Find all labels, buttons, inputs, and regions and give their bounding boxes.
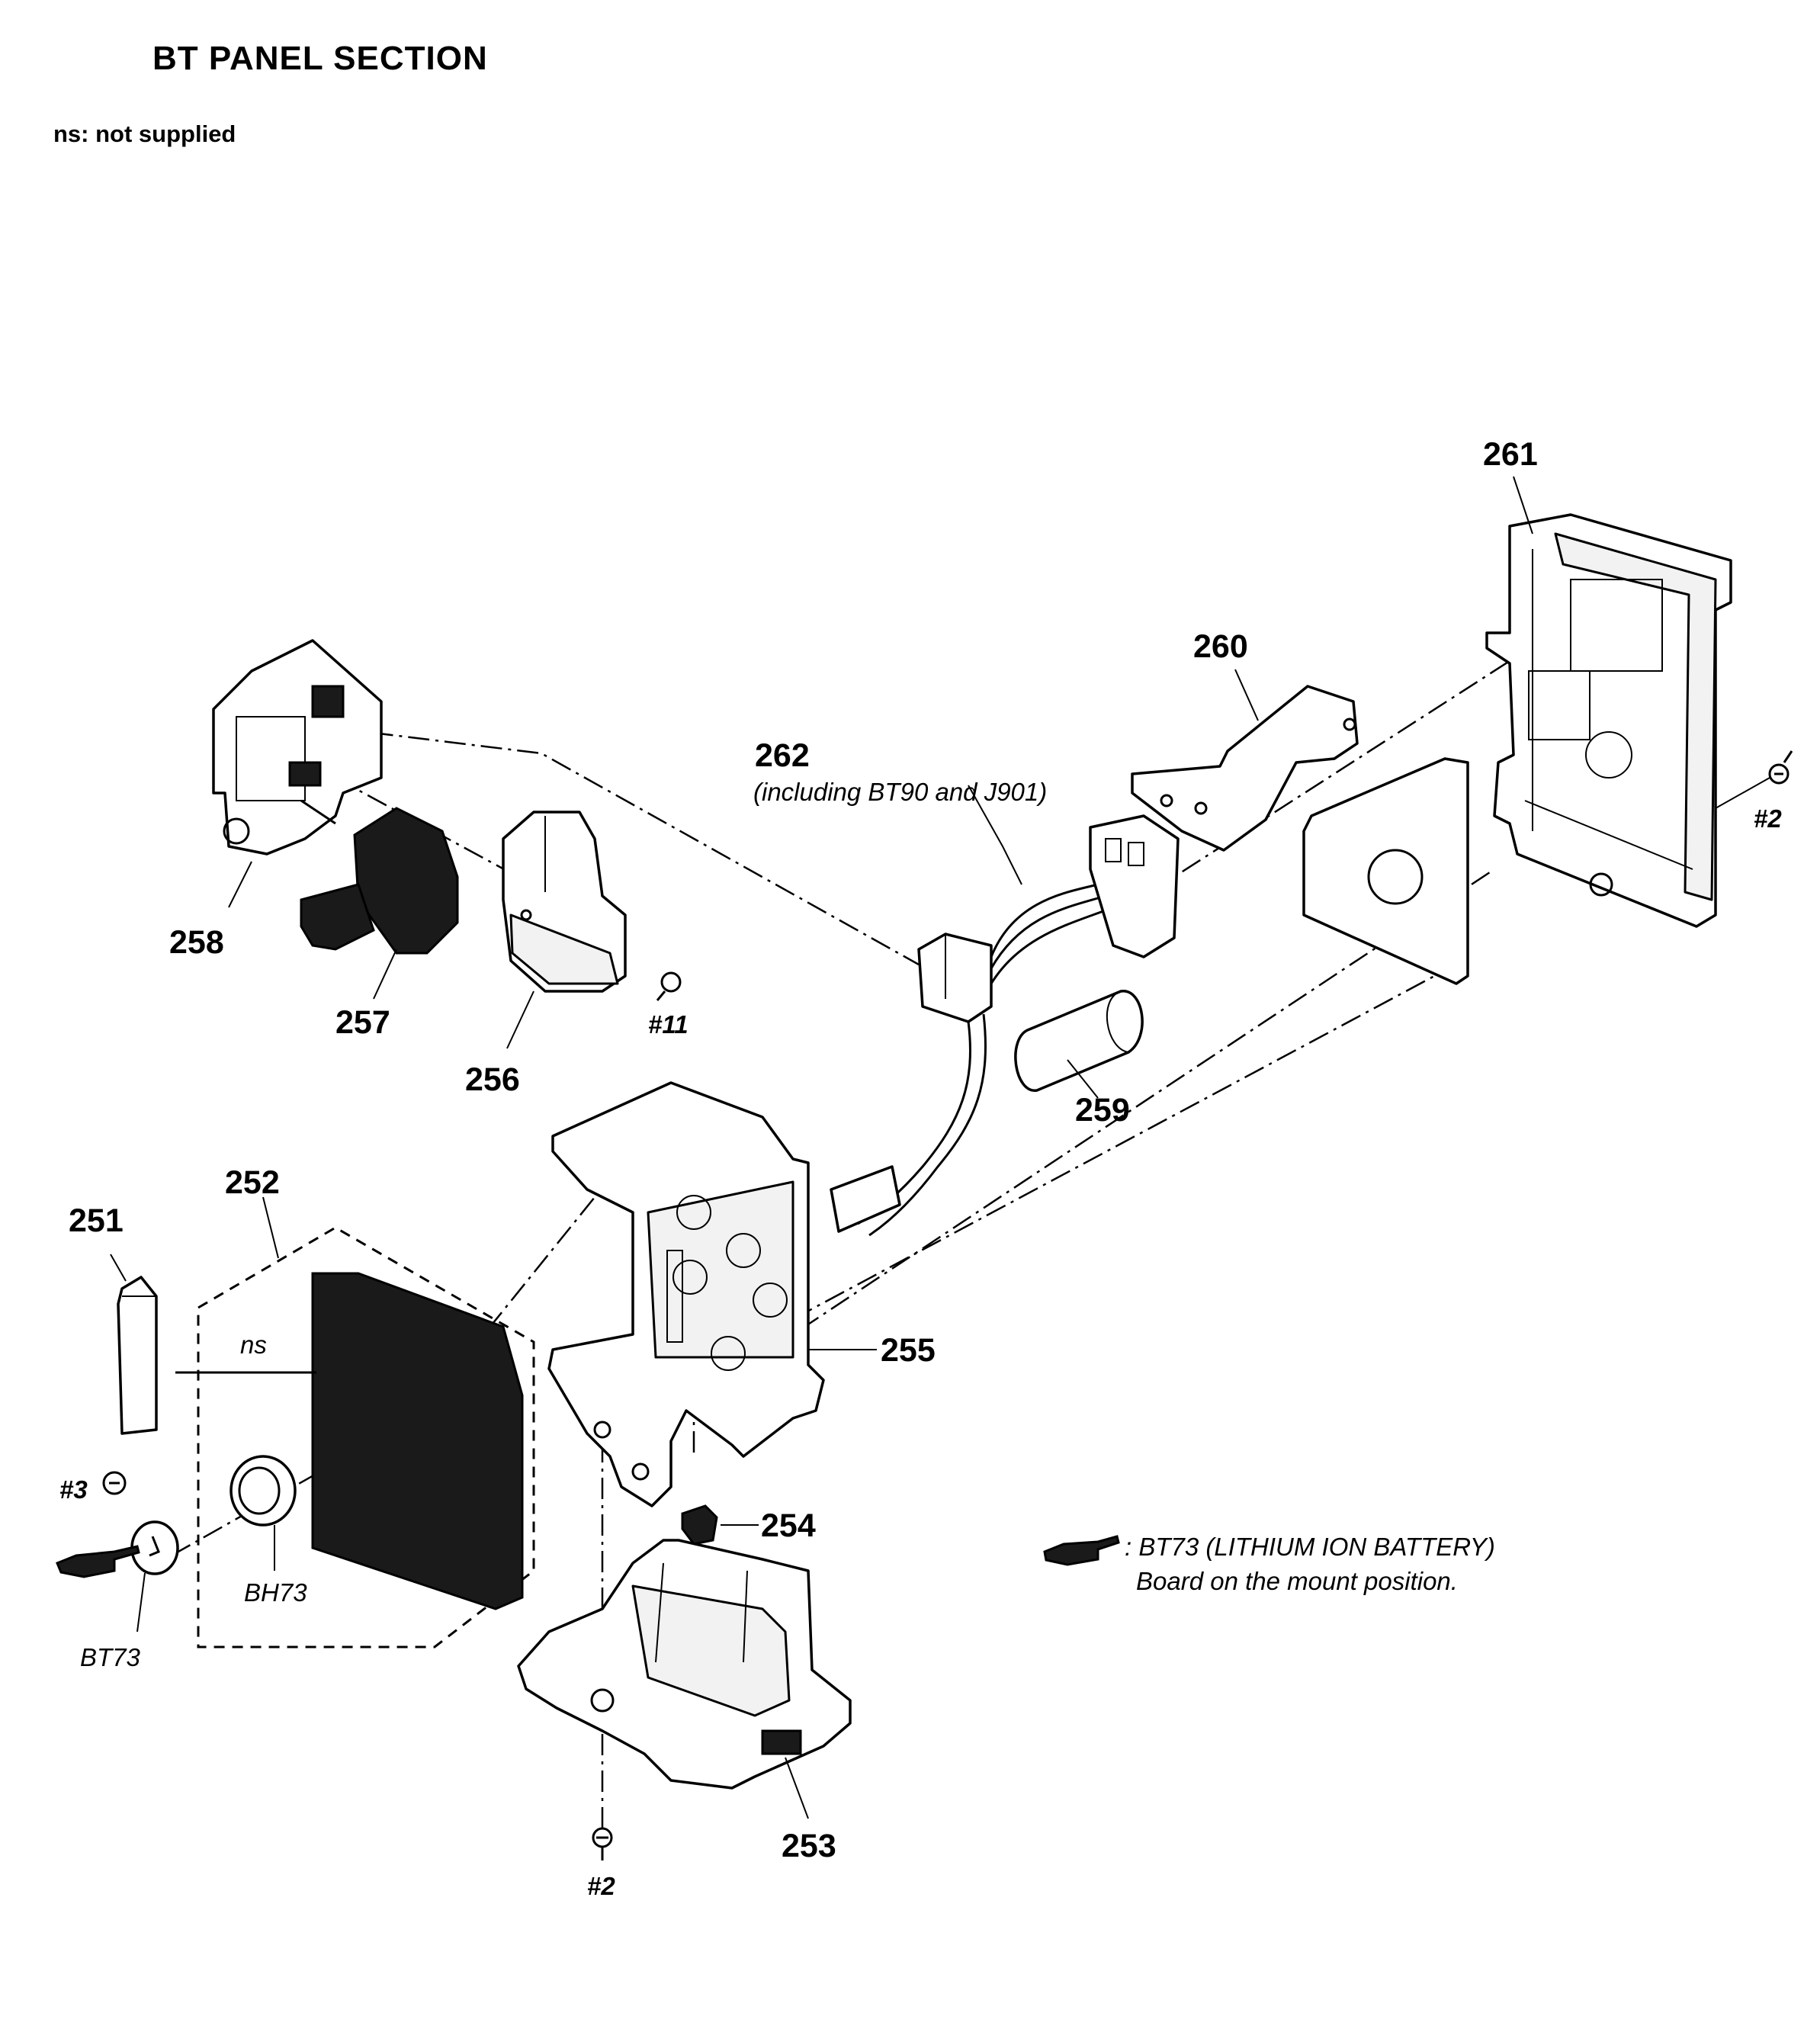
part-253-tray [517,1539,852,1790]
label-262: 262 [755,737,810,774]
legend-line-1: : BT73 (LITHIUM ION BATTERY) [1125,1533,1495,1561]
part-bt73-battery [130,1520,179,1633]
screw-2-right-icon [1715,750,1793,809]
label-ns: ns [240,1331,267,1359]
label-255: 255 [881,1332,936,1369]
screw-11-icon [656,971,682,1001]
label-bt73: BT73 [80,1643,141,1671]
label-261: 261 [1483,436,1538,473]
label-bh73: BH73 [244,1578,307,1607]
label-257: 257 [335,1004,390,1041]
label-254: 254 [761,1507,816,1544]
label-251: 251 [69,1202,124,1239]
label-256: 256 [465,1061,520,1098]
screw-3-icon [102,1471,127,1495]
diagram-title: BT PANEL SECTION [152,40,488,77]
label-260: 260 [1193,628,1248,665]
not-supplied-note: ns: not supplied [53,120,236,147]
part-259-cylinder [1014,990,1144,1092]
screw-2-bottom-icon [592,1827,613,1860]
legend-line-2: Board on the mount position. [1136,1567,1458,1595]
label-253: 253 [782,1828,836,1864]
label-252: 252 [225,1164,280,1201]
part-labels: 261 260 262 (including BT90 and J901) 25… [59,436,1782,1900]
legend: : BT73 (LITHIUM ION BATTERY) Board on th… [1125,1533,1495,1595]
legend-pointing-hand-icon [1043,1535,1120,1566]
part-256-cover [502,811,627,993]
part-252-group [175,1226,535,1649]
part-254-clip [681,1504,718,1546]
label-screw-2-right: #2 [1754,804,1782,833]
part-260-bracket [1131,685,1469,985]
pointing-hand-icon [56,1545,140,1578]
part-bh73-holder [230,1455,297,1571]
part-261-frame [1485,513,1732,928]
label-258: 258 [169,924,224,961]
leader-lines [110,476,1533,1819]
part-262-harness [830,814,1180,1237]
label-259: 259 [1075,1092,1130,1128]
label-screw-3: #3 [59,1475,88,1504]
part-257-flex [300,807,459,955]
label-screw-11: #11 [648,1010,689,1039]
part-255-bracket [547,1081,825,1507]
label-screw-2-bottom: #2 [587,1872,615,1900]
part-251-strip [117,1276,158,1435]
part-258-mechanism [212,639,383,856]
label-262-note: (including BT90 and J901) [753,778,1047,806]
